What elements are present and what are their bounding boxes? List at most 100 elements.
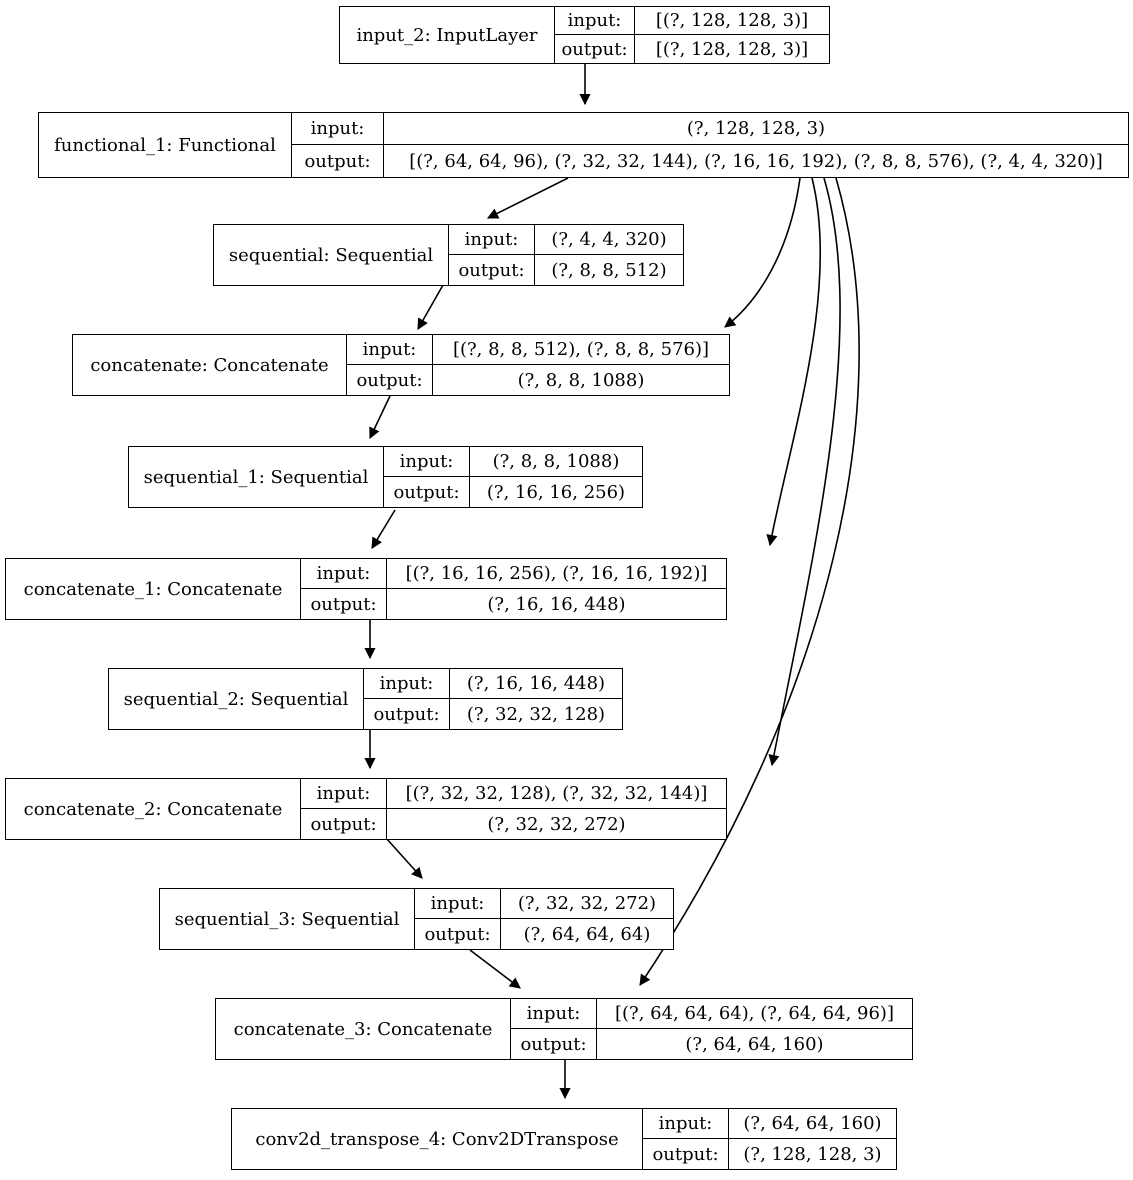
node-conv2d-transpose-4[interactable]: conv2d_transpose_4: Conv2DTranspose inpu… [231, 1108, 897, 1170]
node-concatenate-io: input: [(?, 8, 8, 512), (?, 8, 8, 576)] … [347, 335, 729, 395]
node-functional-1-input-row: input: (?, 128, 128, 3) [292, 113, 1128, 145]
node-concatenate-1-input-shape: [(?, 16, 16, 256), (?, 16, 16, 192)] [405, 563, 708, 584]
output-label: output: [292, 145, 384, 177]
node-concatenate-2-input-shape: [(?, 32, 32, 128), (?, 32, 32, 144)] [405, 783, 708, 804]
input-label: input: [449, 225, 535, 254]
node-sequential-3-output-row: output: (?, 64, 64, 64) [415, 919, 673, 949]
output-label: output: [449, 255, 535, 285]
node-concatenate-3-output-shape: (?, 64, 64, 160) [685, 1033, 824, 1055]
node-sequential-3-input-row: input: (?, 32, 32, 272) [415, 889, 673, 919]
node-sequential-2-output-row: output: (?, 32, 32, 128) [364, 699, 622, 729]
node-sequential-2-io: input: (?, 16, 16, 448) output: (?, 32, … [364, 669, 622, 729]
node-functional-1[interactable]: functional_1: Functional input: (?, 128,… [38, 112, 1129, 178]
node-concatenate-2-output-shape: (?, 32, 32, 272) [487, 813, 626, 835]
node-concatenate-3-output-row: output: (?, 64, 64, 160) [511, 1029, 912, 1059]
edge-functional1-concatenate2 [768, 177, 841, 767]
node-concatenate-2-input-row: input: [(?, 32, 32, 128), (?, 32, 32, 14… [301, 779, 726, 809]
output-label: output: [347, 365, 433, 395]
node-sequential-label: sequential: Sequential [214, 225, 449, 285]
node-conv2d-transpose-4-input-row: input: (?, 64, 64, 160) [643, 1109, 896, 1139]
input-label: input: [511, 999, 597, 1028]
node-sequential-2-label: sequential_2: Sequential [109, 669, 364, 729]
edge-functional1-concatenate [724, 177, 801, 328]
node-sequential-1-output-row: output: (?, 16, 16, 256) [384, 477, 642, 507]
node-concatenate-1-output-row: output: (?, 16, 16, 448) [301, 589, 726, 619]
node-concatenate-3-input-shape: [(?, 64, 64, 64), (?, 64, 64, 96)] [615, 1003, 894, 1024]
node-concatenate-1-label: concatenate_1: Concatenate [6, 559, 301, 619]
edge-concatenate2-sequential3 [385, 837, 423, 879]
output-label: output: [511, 1029, 597, 1059]
node-concatenate-3-input-row: input: [(?, 64, 64, 64), (?, 64, 64, 96)… [511, 999, 912, 1029]
node-sequential-1[interactable]: sequential_1: Sequential input: (?, 8, 8… [128, 446, 643, 508]
node-functional-1-input-shape: (?, 128, 128, 3) [686, 118, 826, 139]
edge-sequential-concatenate [417, 284, 444, 330]
node-sequential-2[interactable]: sequential_2: Sequential input: (?, 16, … [108, 668, 623, 730]
node-functional-1-output-shape: [(?, 64, 64, 96), (?, 32, 32, 144), (?, … [409, 150, 1103, 172]
node-sequential-output-row: output: (?, 8, 8, 512) [449, 255, 683, 285]
node-conv2d-transpose-4-io: input: (?, 64, 64, 160) output: (?, 128,… [643, 1109, 896, 1169]
node-concatenate-1-output-shape: (?, 16, 16, 448) [487, 593, 626, 615]
node-sequential-1-io: input: (?, 8, 8, 1088) output: (?, 16, 1… [384, 447, 642, 507]
node-sequential-io: input: (?, 4, 4, 320) output: (?, 8, 8, … [449, 225, 683, 285]
node-sequential-2-input-row: input: (?, 16, 16, 448) [364, 669, 622, 699]
node-sequential-1-input-shape: (?, 8, 8, 1088) [492, 451, 620, 472]
input-label: input: [301, 559, 387, 588]
input-label: input: [555, 7, 635, 34]
node-concatenate-2-io: input: [(?, 32, 32, 128), (?, 32, 32, 14… [301, 779, 726, 839]
input-label: input: [415, 889, 501, 918]
node-sequential-3[interactable]: sequential_3: Sequential input: (?, 32, … [159, 888, 674, 950]
input-label: input: [347, 335, 433, 364]
node-input-2-io: input: [(?, 128, 128, 3)] output: [(?, 1… [555, 7, 829, 63]
node-sequential-2-input-shape: (?, 16, 16, 448) [466, 673, 606, 694]
node-conv2d-transpose-4-output-row: output: (?, 128, 128, 3) [643, 1139, 896, 1169]
node-concatenate-label: concatenate: Concatenate [73, 335, 347, 395]
node-concatenate-3[interactable]: concatenate_3: Concatenate input: [(?, 6… [215, 998, 913, 1060]
edge-sequential1-concatenate1 [371, 509, 396, 549]
node-concatenate-input-row: input: [(?, 8, 8, 512), (?, 8, 8, 576)] [347, 335, 729, 365]
node-functional-1-io: input: (?, 128, 128, 3) output: [(?, 64,… [292, 113, 1128, 177]
output-label: output: [301, 589, 387, 619]
node-sequential-1-label: sequential_1: Sequential [129, 447, 384, 507]
output-label: output: [555, 35, 635, 63]
node-concatenate-1-input-row: input: [(?, 16, 16, 256), (?, 16, 16, 19… [301, 559, 726, 589]
node-sequential-input-shape: (?, 4, 4, 320) [551, 229, 667, 250]
node-sequential-3-io: input: (?, 32, 32, 272) output: (?, 64, … [415, 889, 673, 949]
input-label: input: [301, 779, 387, 808]
node-functional-1-label: functional_1: Functional [39, 113, 292, 177]
node-input-2-label: input_2: InputLayer [340, 7, 555, 63]
node-sequential-3-input-shape: (?, 32, 32, 272) [517, 893, 657, 914]
node-concatenate-3-label: concatenate_3: Concatenate [216, 999, 511, 1059]
output-label: output: [643, 1139, 729, 1169]
node-sequential[interactable]: sequential: Sequential input: (?, 4, 4, … [213, 224, 684, 286]
node-concatenate-2-label: concatenate_2: Concatenate [6, 779, 301, 839]
node-sequential-2-output-shape: (?, 32, 32, 128) [466, 703, 606, 725]
edge-functional1-sequential [486, 177, 569, 219]
node-input-2-output-shape: [(?, 128, 128, 3)] [655, 38, 809, 60]
output-label: output: [384, 477, 470, 507]
input-label: input: [384, 447, 470, 476]
node-concatenate-1-io: input: [(?, 16, 16, 256), (?, 16, 16, 19… [301, 559, 726, 619]
node-concatenate[interactable]: concatenate: Concatenate input: [(?, 8, … [72, 334, 730, 396]
edge-concatenate-sequential1 [369, 395, 391, 440]
node-input-2-input-shape: [(?, 128, 128, 3)] [655, 10, 809, 31]
edge-sequential3-concatenate3 [469, 949, 521, 989]
node-concatenate-2[interactable]: concatenate_2: Concatenate input: [(?, 3… [5, 778, 727, 840]
node-sequential-3-output-shape: (?, 64, 64, 64) [523, 923, 651, 945]
node-conv2d-transpose-4-output-shape: (?, 128, 128, 3) [743, 1143, 882, 1165]
node-conv2d-transpose-4-label: conv2d_transpose_4: Conv2DTranspose [232, 1109, 643, 1169]
node-concatenate-output-row: output: (?, 8, 8, 1088) [347, 365, 729, 395]
input-label: input: [292, 113, 384, 144]
node-input-2[interactable]: input_2: InputLayer input: [(?, 128, 128… [339, 6, 830, 64]
input-label: input: [643, 1109, 729, 1138]
node-conv2d-transpose-4-input-shape: (?, 64, 64, 160) [743, 1113, 882, 1134]
node-sequential-3-label: sequential_3: Sequential [160, 889, 415, 949]
node-functional-1-output-row: output: [(?, 64, 64, 96), (?, 32, 32, 14… [292, 145, 1128, 177]
node-sequential-1-output-shape: (?, 16, 16, 256) [486, 481, 626, 503]
input-label: input: [364, 669, 450, 698]
edge-functional1-concatenate1 [766, 177, 822, 547]
node-concatenate-input-shape: [(?, 8, 8, 512), (?, 8, 8, 576)] [452, 339, 710, 360]
output-label: output: [301, 809, 387, 839]
node-concatenate-1[interactable]: concatenate_1: Concatenate input: [(?, 1… [5, 558, 727, 620]
node-input-2-input-row: input: [(?, 128, 128, 3)] [555, 7, 829, 35]
